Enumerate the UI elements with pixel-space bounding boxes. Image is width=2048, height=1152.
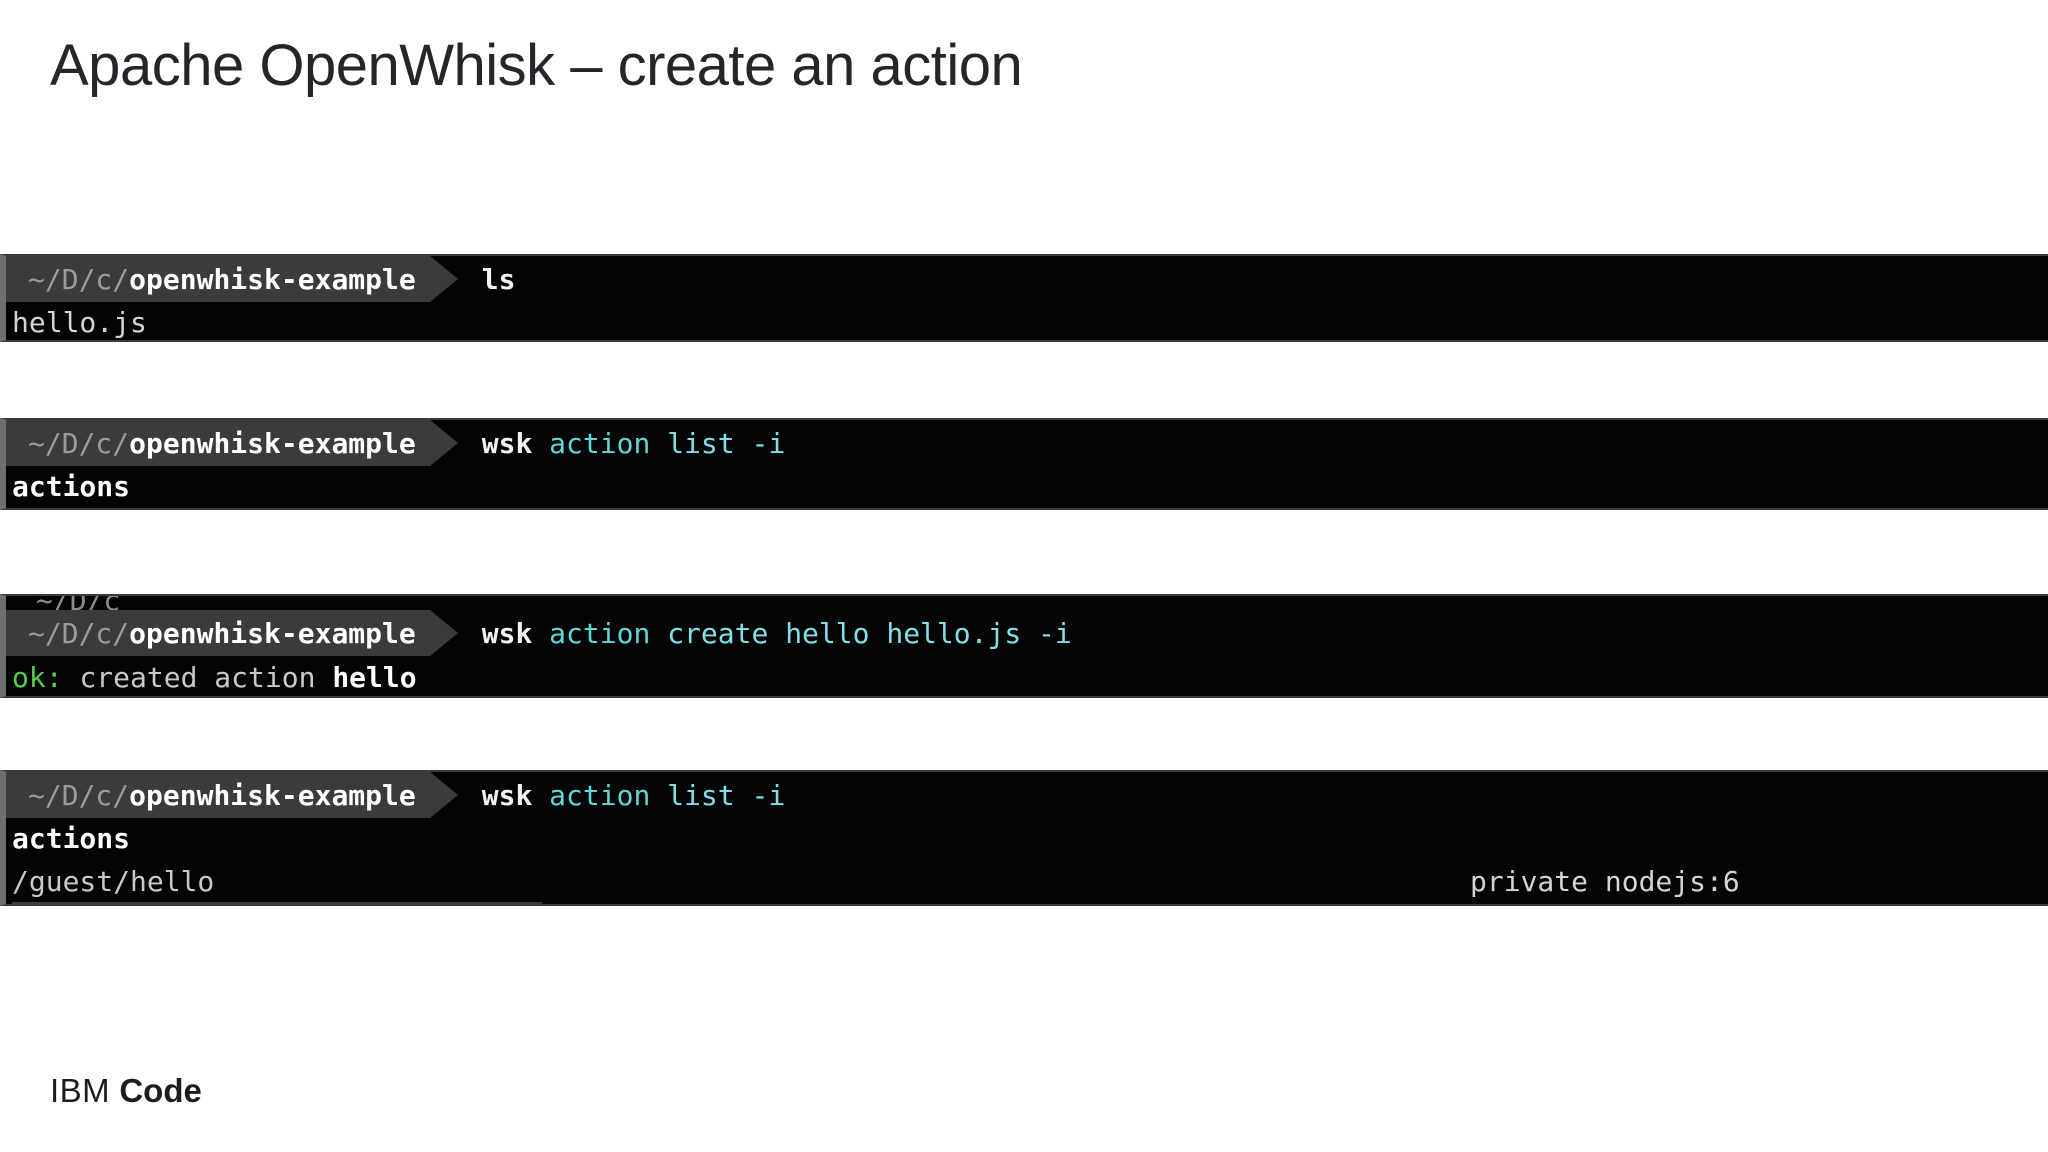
prompt-arrow-icon: [429, 772, 458, 818]
prompt-current-directory: openwhisk-example: [129, 616, 416, 650]
command-arguments: list -i: [667, 426, 786, 460]
prompt-path-segment: ~/D/c/openwhisk-example: [6, 772, 430, 818]
prompt-sliver: [12, 902, 542, 904]
action-visibility-runtime: private nodejs:6: [1470, 864, 1740, 898]
output-text: created action: [79, 660, 333, 694]
logo-ibm-text: IBM: [50, 1072, 111, 1109]
prompt-row: ~/D/c/openwhisk-example wsk action creat…: [6, 610, 2048, 656]
command-line: wsk action create hello hello.js -i: [458, 610, 1072, 656]
output-line: ok: created action hello: [6, 656, 2048, 696]
terminal-block-action-list-empty: ~/D/c/openwhisk-example wsk action list …: [0, 418, 2048, 510]
prompt-path-prefix: ~/D/c/: [28, 778, 130, 812]
command-subcommand: action: [549, 426, 651, 460]
prompt-path-segment: ~/D/c/openwhisk-example: [6, 420, 430, 466]
command-binary: wsk: [481, 426, 533, 460]
command-arguments: create hello hello.js -i: [667, 616, 1072, 650]
prompt-path-prefix: ~/D/c/: [28, 262, 130, 296]
page-title: Apache OpenWhisk – create an action: [50, 33, 1023, 98]
output-header: actions: [12, 822, 131, 855]
command-binary: ls: [481, 262, 516, 296]
output-line: hello.js: [12, 306, 147, 339]
output-action-name: hello: [332, 660, 417, 694]
prompt-row: ~/D/c/openwhisk-example wsk action list …: [6, 420, 2048, 466]
prompt-row: ~/D/c/openwhisk-example wsk action list …: [6, 772, 2048, 818]
previous-output-sliver: ~/D/c: [6, 596, 2048, 610]
command-arguments: list -i: [667, 778, 786, 812]
status-badge: ok:: [12, 660, 63, 694]
logo-code-text: Code: [119, 1072, 202, 1109]
terminal-block-ls: ~/D/c/openwhisk-example ls hello.js: [0, 254, 2048, 342]
output-action-row: /guest/hello private nodejs:6: [6, 860, 2048, 902]
prompt-current-directory: openwhisk-example: [129, 778, 416, 812]
command-subcommand: action: [549, 616, 651, 650]
terminal-block-action-list-result: ~/D/c/openwhisk-example wsk action list …: [0, 770, 2048, 906]
command-subcommand: action: [549, 778, 651, 812]
prompt-path-prefix: ~/D/c/: [28, 426, 130, 460]
command-binary: wsk: [481, 616, 533, 650]
prompt-arrow-icon: [429, 256, 458, 302]
prompt-arrow-icon: [429, 420, 458, 466]
terminal-block-action-create: ~/D/c ~/D/c/openwhisk-example wsk action…: [0, 594, 2048, 698]
prompt-path-prefix: ~/D/c/: [28, 616, 130, 650]
prompt-path-segment: ~/D/c/openwhisk-example: [6, 610, 430, 656]
command-line: ls: [458, 256, 516, 302]
prompt-row: ~/D/c/openwhisk-example ls: [6, 256, 2048, 302]
ibm-code-logo: IBM Code: [50, 1072, 202, 1110]
prompt-path-segment: ~/D/c/openwhisk-example: [6, 256, 430, 302]
command-binary: wsk: [481, 778, 533, 812]
prompt-arrow-icon: [429, 610, 458, 656]
command-line: wsk action list -i: [458, 772, 785, 818]
prompt-current-directory: openwhisk-example: [129, 426, 416, 460]
output-line: actions: [12, 470, 131, 503]
action-path: /guest/hello: [12, 864, 215, 898]
prompt-current-directory: openwhisk-example: [129, 262, 416, 296]
command-line: wsk action list -i: [458, 420, 785, 466]
